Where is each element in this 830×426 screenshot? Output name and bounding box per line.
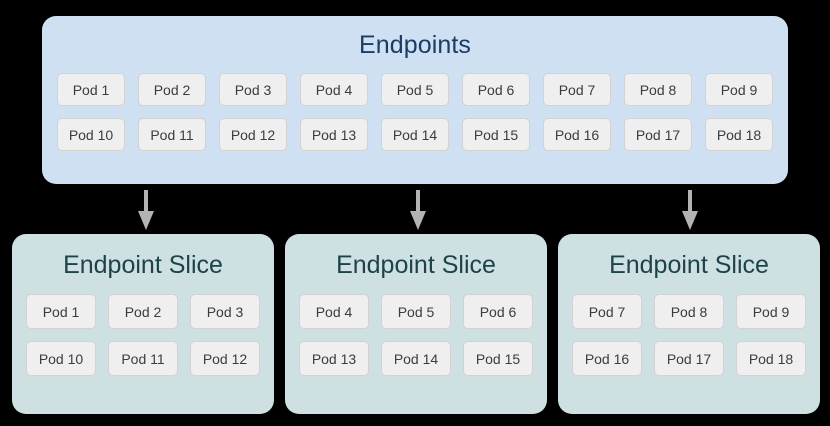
pod-chip: Pod 1 xyxy=(26,294,96,329)
endpoint-slice-pod-row: Pod 7 Pod 8 Pod 9 xyxy=(572,294,806,329)
pod-chip: Pod 9 xyxy=(736,294,806,329)
pod-chip: Pod 7 xyxy=(543,73,611,106)
pod-chip: Pod 13 xyxy=(300,118,368,151)
endpoint-slice-pod-row: Pod 10 Pod 11 Pod 12 xyxy=(26,341,260,376)
pod-chip: Pod 4 xyxy=(300,73,368,106)
pod-chip: Pod 12 xyxy=(190,341,260,376)
arrow-down-icon xyxy=(138,190,154,230)
endpoint-slice-title: Endpoint Slice xyxy=(609,251,769,279)
arrow-down-icon xyxy=(682,190,698,230)
endpoint-slice-title: Endpoint Slice xyxy=(336,251,496,279)
pod-chip: Pod 15 xyxy=(462,118,530,151)
pod-chip: Pod 9 xyxy=(705,73,773,106)
endpoints-pod-grid: Pod 1 Pod 2 Pod 3 Pod 4 Pod 5 Pod 6 Pod … xyxy=(42,73,788,151)
endpoint-slice-container-1: Endpoint Slice Pod 1 Pod 2 Pod 3 Pod 10 … xyxy=(12,234,274,414)
pod-chip: Pod 18 xyxy=(705,118,773,151)
endpoint-slice-pod-grid: Pod 4 Pod 5 Pod 6 Pod 13 Pod 14 Pod 15 xyxy=(285,294,547,376)
pod-chip: Pod 5 xyxy=(381,294,451,329)
pod-chip: Pod 5 xyxy=(381,73,449,106)
endpoint-slice-container-3: Endpoint Slice Pod 7 Pod 8 Pod 9 Pod 16 … xyxy=(558,234,820,414)
endpoints-title: Endpoints xyxy=(358,31,472,59)
pod-chip: Pod 15 xyxy=(463,341,533,376)
pod-chip: Pod 17 xyxy=(654,341,724,376)
endpoint-slice-pod-row: Pod 4 Pod 5 Pod 6 xyxy=(299,294,533,329)
pod-chip: Pod 3 xyxy=(190,294,260,329)
endpoint-slice-pod-row: Pod 1 Pod 2 Pod 3 xyxy=(26,294,260,329)
endpoint-slice-pod-grid: Pod 1 Pod 2 Pod 3 Pod 10 Pod 11 Pod 12 xyxy=(12,294,274,376)
pod-chip: Pod 12 xyxy=(219,118,287,151)
endpoint-slice-pod-grid: Pod 7 Pod 8 Pod 9 Pod 16 Pod 17 Pod 18 xyxy=(558,294,820,376)
pod-chip: Pod 14 xyxy=(381,341,451,376)
arrow-down-icon xyxy=(410,190,426,230)
endpoints-pod-row: Pod 10 Pod 11 Pod 12 Pod 13 Pod 14 Pod 1… xyxy=(57,118,773,151)
endpoints-pod-row: Pod 1 Pod 2 Pod 3 Pod 4 Pod 5 Pod 6 Pod … xyxy=(57,73,773,106)
pod-chip: Pod 10 xyxy=(26,341,96,376)
pod-chip: Pod 8 xyxy=(624,73,692,106)
pod-chip: Pod 6 xyxy=(463,294,533,329)
pod-chip: Pod 11 xyxy=(108,341,178,376)
pod-chip: Pod 7 xyxy=(572,294,642,329)
endpoint-slice-pod-row: Pod 16 Pod 17 Pod 18 xyxy=(572,341,806,376)
endpoint-slice-container-2: Endpoint Slice Pod 4 Pod 5 Pod 6 Pod 13 … xyxy=(285,234,547,414)
pod-chip: Pod 2 xyxy=(108,294,178,329)
endpoint-slice-pod-row: Pod 13 Pod 14 Pod 15 xyxy=(299,341,533,376)
pod-chip: Pod 3 xyxy=(219,73,287,106)
pod-chip: Pod 17 xyxy=(624,118,692,151)
pod-chip: Pod 4 xyxy=(299,294,369,329)
pod-chip: Pod 10 xyxy=(57,118,125,151)
pod-chip: Pod 14 xyxy=(381,118,449,151)
endpoint-slice-title: Endpoint Slice xyxy=(63,251,223,279)
pod-chip: Pod 16 xyxy=(572,341,642,376)
pod-chip: Pod 8 xyxy=(654,294,724,329)
pod-chip: Pod 18 xyxy=(736,341,806,376)
pod-chip: Pod 1 xyxy=(57,73,125,106)
pod-chip: Pod 2 xyxy=(138,73,206,106)
pod-chip: Pod 13 xyxy=(299,341,369,376)
pod-chip: Pod 11 xyxy=(138,118,206,151)
pod-chip: Pod 16 xyxy=(543,118,611,151)
endpoints-container: Endpoints Pod 1 Pod 2 Pod 3 Pod 4 Pod 5 … xyxy=(42,16,788,184)
pod-chip: Pod 6 xyxy=(462,73,530,106)
